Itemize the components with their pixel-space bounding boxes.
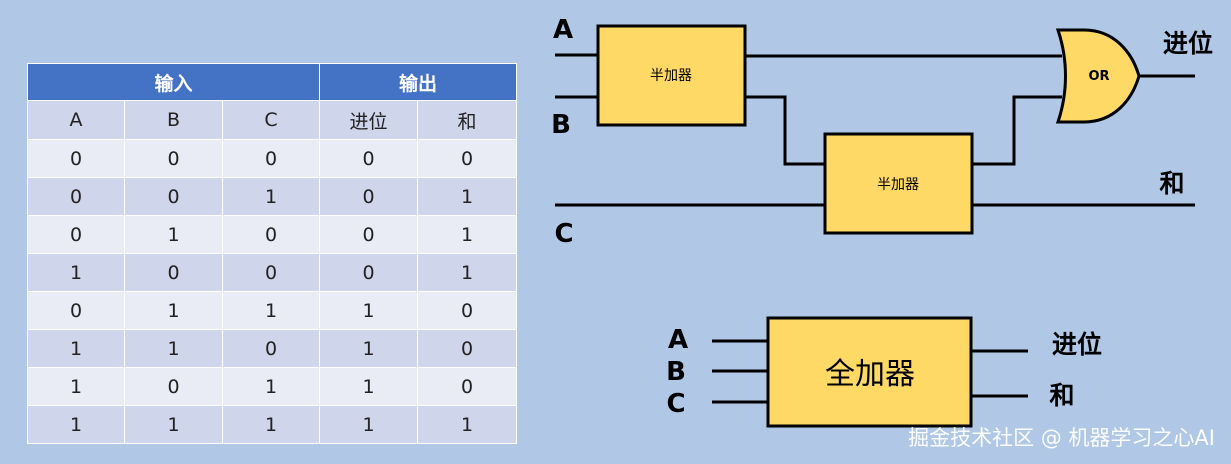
half-adder-2 <box>823 132 974 235</box>
wire-ha2-carry-to-or <box>972 95 1062 166</box>
or-gate-label: OR <box>1088 69 1109 84</box>
table-cell: 0 <box>221 329 321 368</box>
table-cell: 1 <box>124 215 223 254</box>
table-cell: 0 <box>417 291 518 330</box>
table-cell: 1 <box>27 405 125 444</box>
table-row: 1 1 1 1 1 <box>27 405 518 444</box>
table-cell: 0 <box>319 253 419 292</box>
table-column-header-row: A B C 进位 和 <box>27 100 518 140</box>
output-group-header: 输出 <box>319 63 518 101</box>
full-adder-diagram: 全加器 A B C 进位 和 <box>666 316 1102 428</box>
column-header-carry: 进位 <box>319 100 419 140</box>
table-cell: 0 <box>124 139 223 178</box>
table-cell: 1 <box>417 253 518 292</box>
input-c-label: C <box>554 219 573 249</box>
input-b-label: B <box>551 110 571 140</box>
half-adder-2-label: 半加器 <box>877 177 919 193</box>
full-adder-input-c-label: C <box>666 389 685 419</box>
full-adder-block <box>766 316 973 428</box>
half-adder-1-label: 半加器 <box>650 68 692 84</box>
table-cell: 1 <box>417 405 518 444</box>
table-cell: 1 <box>124 329 223 368</box>
table-cell: 1 <box>124 291 223 330</box>
table-row: 0 1 0 0 1 <box>27 215 518 254</box>
full-adder-label: 全加器 <box>825 357 915 392</box>
watermark: 掘金技术社区 @ 机器学习之心AI <box>908 426 1215 450</box>
table-cell: 1 <box>417 215 518 254</box>
full-adder-sum-label: 和 <box>1049 381 1074 410</box>
full-adder-input-a-label: A <box>668 325 688 355</box>
full-adder-carry-label: 进位 <box>1052 330 1102 359</box>
input-group-header: 输入 <box>26 63 321 101</box>
table-cell: 1 <box>27 253 125 292</box>
table-cell: 0 <box>221 139 321 178</box>
carry-output-label: 进位 <box>1163 29 1213 58</box>
table-row: 1 0 0 0 1 <box>27 253 518 292</box>
table-cell: 0 <box>27 177 125 216</box>
table-cell: 0 <box>27 215 125 254</box>
table-group-header-row: 输入 输出 <box>26 63 518 101</box>
table-cell: 1 <box>27 367 125 406</box>
table-cell: 0 <box>417 367 518 406</box>
table-cell: 1 <box>319 367 419 406</box>
column-header-sum: 和 <box>417 100 518 140</box>
table-cell: 0 <box>221 253 321 292</box>
table-cell: 1 <box>221 177 321 216</box>
table-cell: 0 <box>124 253 223 292</box>
table-cell: 0 <box>124 177 223 216</box>
table-cell: 0 <box>417 139 518 178</box>
or-gate <box>1055 28 1141 124</box>
wires <box>555 53 1195 207</box>
full-adder-input-b-label: B <box>666 357 686 387</box>
table-cell: 1 <box>221 291 321 330</box>
table-row: 0 1 1 1 0 <box>27 291 518 330</box>
table-row: 0 0 0 0 0 <box>27 139 518 178</box>
table-cell: 0 <box>417 329 518 368</box>
table-cell: 1 <box>124 405 223 444</box>
table-cell: 1 <box>221 405 321 444</box>
column-header-c: C <box>221 100 321 140</box>
truth-table: 输入 输出 A B C 进位 和 0 0 0 0 0 0 0 1 0 1 0 1 <box>26 63 518 444</box>
table-cell: 1 <box>27 329 125 368</box>
wire-ha1-sum-to-ha2 <box>745 95 825 166</box>
table-row: 0 0 1 0 1 <box>27 177 518 216</box>
table-row: 1 1 0 1 0 <box>27 329 518 368</box>
table-cell: 1 <box>319 291 419 330</box>
column-header-b: B <box>124 100 223 140</box>
table-cell: 0 <box>221 215 321 254</box>
sum-output-label: 和 <box>1159 169 1184 198</box>
table-row: 1 0 1 1 0 <box>27 367 518 406</box>
table-cell: 0 <box>319 139 419 178</box>
table-cell: 1 <box>319 405 419 444</box>
half-adder-1 <box>596 24 747 127</box>
table-cell: 0 <box>27 139 125 178</box>
input-a-label: A <box>553 15 573 45</box>
table-cell: 0 <box>319 215 419 254</box>
